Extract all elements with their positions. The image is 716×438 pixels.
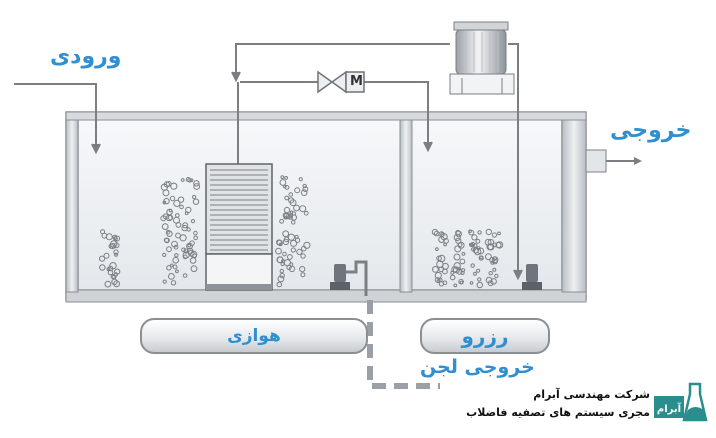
outlet-pipe: [585, 149, 642, 173]
outlet-label: خروجی: [610, 118, 692, 143]
return-pump-icon: [522, 264, 542, 290]
left-wall: [65, 111, 79, 293]
tank: [65, 111, 587, 303]
company-tagline: مجری سیستم های تصفیه فاضلاب: [466, 406, 650, 419]
sedimentation-zone-label: رزرو: [461, 324, 509, 348]
sludge-pump-icon: [330, 260, 368, 296]
sludge-outlet-pipe: [367, 300, 440, 389]
partition-wall: [399, 111, 413, 293]
inlet-pipe: [14, 83, 101, 155]
company-info: شرکت مهندسی آبرام مجری سیستم های تصفیه ف…: [440, 386, 650, 422]
abram-logo-icon: آبرام: [654, 382, 708, 422]
sedimentation-zone-banner: رزرو: [420, 318, 550, 354]
air-valve: [317, 70, 365, 94]
logo-text: آبرام: [657, 402, 682, 415]
air-piping: [231, 43, 523, 281]
pump-motor-label: M: [350, 74, 363, 89]
right-wall: [561, 111, 587, 293]
company-name: شرکت مهندسی آبرام: [533, 388, 650, 401]
inlet-label: ورودی: [50, 44, 122, 69]
top-slab: [65, 111, 587, 121]
air-bubbles: [99, 175, 504, 289]
blower-icon: [449, 21, 515, 95]
sludge-outlet-label: خروجی لجن: [420, 356, 535, 378]
settling-basin: [412, 118, 562, 290]
motor-box: [345, 71, 365, 93]
aeration-zone-label: هوازی: [227, 326, 281, 346]
aeration-zone-banner: هوازی: [140, 318, 368, 354]
tank-floor: [65, 289, 587, 303]
media-block: [205, 163, 273, 291]
